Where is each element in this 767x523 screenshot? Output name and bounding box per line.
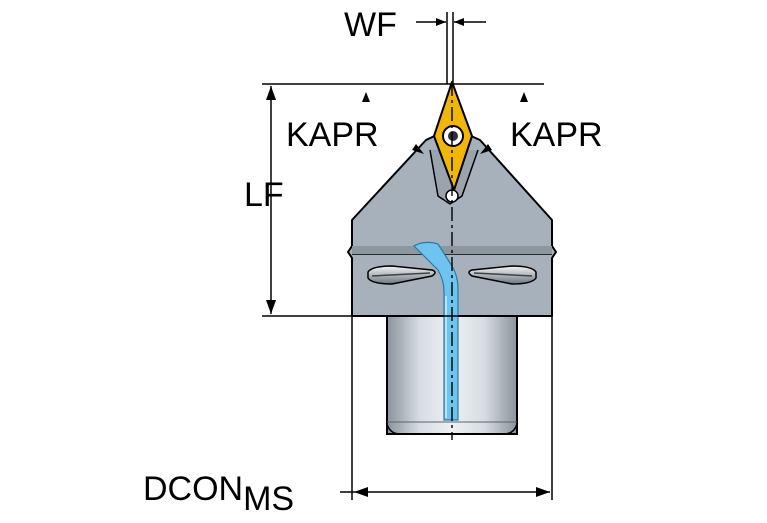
kapr-right-marker: KAPR bbox=[480, 92, 603, 154]
kapr-left-label: KAPR bbox=[286, 116, 379, 154]
dcon-label: DCONMS bbox=[143, 470, 294, 518]
cutting-insert bbox=[433, 81, 473, 191]
dconms-dimension: DCONMS bbox=[143, 316, 553, 518]
lf-dimension: LF bbox=[244, 86, 552, 317]
wf-dimension: WF bbox=[344, 6, 486, 84]
kapr-right-label: KAPR bbox=[510, 116, 603, 154]
kapr-left-marker: KAPR bbox=[286, 92, 424, 154]
clamp-slot-right bbox=[468, 265, 537, 285]
dcon-label-main: DCON bbox=[143, 470, 243, 508]
lf-label: LF bbox=[244, 176, 284, 214]
dcon-label-sub: MS bbox=[243, 480, 294, 518]
wf-label: WF bbox=[344, 6, 397, 44]
clamp-slot-left bbox=[367, 265, 436, 285]
